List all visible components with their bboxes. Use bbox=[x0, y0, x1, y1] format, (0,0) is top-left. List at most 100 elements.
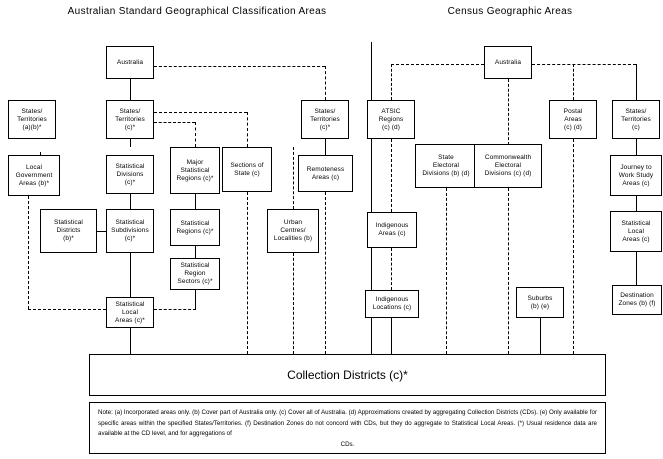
connector-msr-to-sr bbox=[195, 194, 196, 209]
connector-srs-dashed-to-sla bbox=[154, 309, 196, 310]
connector-indigenous-areas-to-locations bbox=[391, 248, 392, 290]
note-box: Note: (a) Incorporated areas only. (b) C… bbox=[89, 402, 606, 454]
box-asgc-states-territories-c-label: States/Territories(c)* bbox=[115, 107, 145, 131]
connector-suburbs-to-cd bbox=[540, 318, 541, 354]
box-asgc-states-territories-c[interactable]: States/Territories(c)* bbox=[106, 100, 154, 139]
connector-states-dashed-to-sections bbox=[154, 112, 247, 113]
note-body: Note: (a) Incorporated areas only. (b) C… bbox=[98, 409, 597, 437]
connector-census-left-rail bbox=[371, 42, 372, 354]
connector-census-down-atsic bbox=[391, 64, 392, 100]
box-collection-districts-label: Collection Districts (c)* bbox=[287, 368, 408, 382]
left-section-title: Australian Standard Geographical Classif… bbox=[67, 6, 327, 17]
box-asgc-states-territories-ab-label: States/Territories(a)(b)* bbox=[17, 107, 47, 131]
box-asgc-states-territories-ab[interactable]: States/Territories(a)(b)* bbox=[8, 100, 56, 139]
box-asgc-states-territories-c-right[interactable]: States/Territories(c)* bbox=[301, 100, 349, 139]
connector-subdivisions-to-sla bbox=[130, 253, 131, 297]
box-census-australia-label: Australia bbox=[494, 58, 522, 66]
box-census-states-territories-label: States/Territories(c) bbox=[621, 107, 651, 131]
connector-commonwealth-down bbox=[508, 188, 509, 354]
connector-indigenous-locations-to-cd bbox=[391, 318, 392, 354]
connector-postal-down bbox=[573, 139, 574, 354]
box-census-states-territories[interactable]: States/Territories(c) bbox=[612, 100, 660, 139]
connector-states-right-to-remoteness bbox=[325, 139, 326, 155]
connector-census-down-commonwealth bbox=[508, 79, 509, 145]
box-census-suburbs-label: Suburbs(b) (e) bbox=[527, 294, 553, 310]
note-last-line: CDs. bbox=[340, 440, 355, 448]
connector-census-bar-left bbox=[391, 64, 484, 65]
connector-dashed-down-sections bbox=[247, 112, 248, 147]
connector-sla-to-cd bbox=[130, 328, 131, 354]
connector-srs-down bbox=[195, 290, 196, 309]
connector-divisions-to-subdivisions bbox=[130, 194, 131, 209]
connector-states-to-journey bbox=[636, 139, 637, 155]
box-collection-districts[interactable]: Collection Districts (c)* bbox=[89, 354, 606, 396]
connector-sr-to-srs bbox=[195, 246, 196, 258]
connector-australia-to-states-c bbox=[130, 79, 131, 100]
connector-districts-to-subdivisions bbox=[97, 231, 106, 232]
right-section-title: Census Geographic Areas bbox=[447, 6, 573, 17]
connector-states-dashed-to-msr bbox=[154, 122, 195, 123]
connector-urban-top-stub bbox=[293, 147, 294, 209]
box-asgc-states-territories-c-right-label: States/Territories(c)* bbox=[310, 107, 340, 131]
connector-census-down-states bbox=[636, 64, 637, 100]
box-census-australia[interactable]: Australia bbox=[484, 46, 532, 79]
connector-census-bar-right bbox=[532, 64, 636, 65]
connector-sections-down-to-cd bbox=[247, 192, 248, 354]
connector-lga-dashed-down bbox=[28, 196, 29, 309]
connector-dashed-down-msr bbox=[195, 122, 196, 147]
connector-remoteness-down-to-cd bbox=[325, 192, 326, 354]
connector-states-to-divisions bbox=[130, 139, 131, 147]
connector-sla-to-destination bbox=[636, 252, 637, 285]
connector-journey-to-sla bbox=[636, 196, 637, 211]
connector-australia-dashed-right bbox=[154, 66, 325, 67]
connector-atsic-to-indigenous-areas bbox=[391, 139, 392, 212]
connector-census-down-postal bbox=[573, 64, 574, 100]
connector-dashed-down-to-states-right bbox=[325, 66, 326, 100]
box-census-suburbs[interactable]: Suburbs(b) (e) bbox=[516, 287, 564, 318]
box-asgc-australia-label: Australia bbox=[116, 58, 144, 66]
box-asgc-australia[interactable]: Australia bbox=[106, 46, 154, 79]
connector-urban-down-to-cd bbox=[293, 253, 294, 354]
